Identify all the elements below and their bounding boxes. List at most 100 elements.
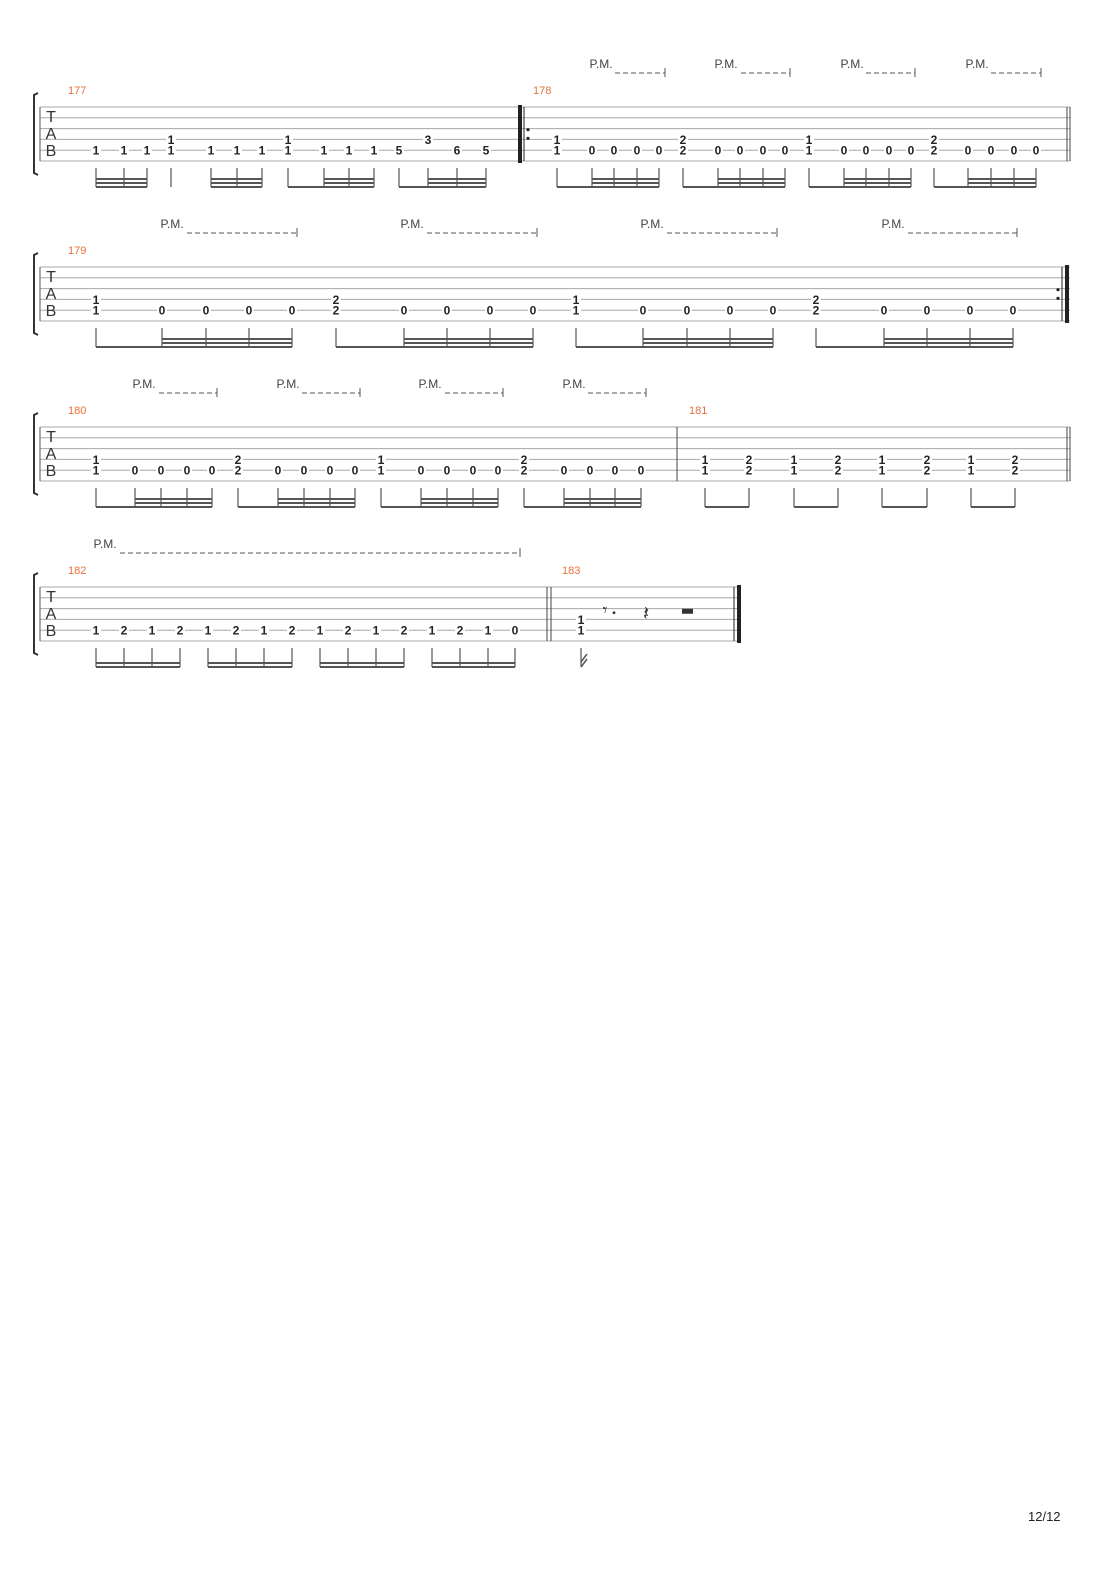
fret-number: 1 [806,133,813,147]
fret-backdrop [331,293,341,305]
fret-backdrop [610,464,620,476]
fret-number: 0 [760,144,767,158]
fret-number: 0 [965,144,972,158]
fret-backdrop [259,624,269,636]
fret-number: 2 [924,453,931,467]
fret-number: 2 [680,133,687,147]
fret-number: 1 [806,144,813,158]
fret-backdrop [283,144,293,156]
fret-backdrop [166,144,176,156]
fret-number: 0 [727,304,734,318]
fret-number: 0 [530,304,537,318]
fret-backdrop [510,624,520,636]
fret-backdrop [142,144,152,156]
fret-number: 2 [521,453,528,467]
fret-number: 0 [209,464,216,478]
palm-mute-label: P.M. [965,57,988,71]
fret-number: 0 [159,304,166,318]
fret-number: 0 [908,144,915,158]
fret-backdrop [1010,453,1020,465]
tab-clef-letter: T [46,429,56,446]
fret-backdrop [468,464,478,476]
fret-backdrop [331,304,341,316]
fret-backdrop [700,453,710,465]
fret-backdrop [376,464,386,476]
fret-number: 2 [233,624,240,638]
fret-backdrop [287,624,297,636]
fret-backdrop [744,464,754,476]
fret-number: 1 [429,624,436,638]
fret-number: 2 [401,624,408,638]
fret-number: 0 [638,464,645,478]
fret-backdrop [906,144,916,156]
tab-clef-letter: A [46,446,57,463]
fret-number: 0 [184,464,191,478]
fret-number: 1 [702,453,709,467]
fret-backdrop [571,293,581,305]
fret-number: 1 [573,304,580,318]
fret-backdrop [206,144,216,156]
fret-backdrop [963,144,973,156]
fret-number: 0 [589,144,596,158]
fret-backdrop [833,464,843,476]
fret-backdrop [725,304,735,316]
fret-number: 1 [378,453,385,467]
fret-number: 0 [863,144,870,158]
measure-number: 178 [533,85,551,97]
fret-number: 0 [841,144,848,158]
fret-number: 1 [93,293,100,307]
fret-backdrop [571,304,581,316]
measure-number: 179 [68,245,86,257]
fret-backdrop [1009,144,1019,156]
fret-number: 2 [333,304,340,318]
repeat-dot [1056,296,1060,300]
fret-backdrop [929,133,939,145]
fret-backdrop [369,144,379,156]
fret-backdrop [576,613,586,625]
fret-backdrop [201,304,211,316]
fret-number: 1 [968,453,975,467]
fret-number: 0 [301,464,308,478]
fret-backdrop [552,133,562,145]
fret-number: 1 [261,624,268,638]
fret-number: 0 [967,304,974,318]
fret-backdrop [678,144,688,156]
tab-clef-letter: A [46,126,57,143]
fret-number: 1 [168,144,175,158]
fret-backdrop [399,624,409,636]
fret-number: 1 [554,144,561,158]
palm-mute-label: P.M. [93,537,116,551]
fret-number: 2 [813,304,820,318]
fret-number: 2 [333,293,340,307]
fret-backdrop [343,624,353,636]
fret-backdrop [519,453,529,465]
fret-backdrop [175,624,185,636]
fret-backdrop [376,453,386,465]
fret-backdrop [427,624,437,636]
fret-backdrop [559,464,569,476]
fret-backdrop [922,464,932,476]
fret-backdrop [257,144,267,156]
system-bracket [33,412,39,496]
fret-backdrop [416,464,426,476]
fret-backdrop [119,624,129,636]
fret-number: 2 [746,453,753,467]
palm-mute-label: P.M. [276,377,299,391]
fret-backdrop [315,624,325,636]
fret-number: 0 [275,464,282,478]
fret-number: 1 [378,464,385,478]
measure-number: 182 [68,565,86,577]
measure-number: 183 [562,565,580,577]
fret-number: 0 [611,144,618,158]
fret-backdrop [1010,464,1020,476]
tab-clef-letter: T [46,269,56,286]
repeat-end-thick-bar [1065,265,1069,323]
fret-backdrop [1008,304,1018,316]
fret-number: 0 [444,464,451,478]
fret-backdrop [394,144,404,156]
fret-backdrop [735,144,745,156]
fret-number: 2 [835,453,842,467]
fret-backdrop [1031,144,1041,156]
fret-number: 1 [93,464,100,478]
